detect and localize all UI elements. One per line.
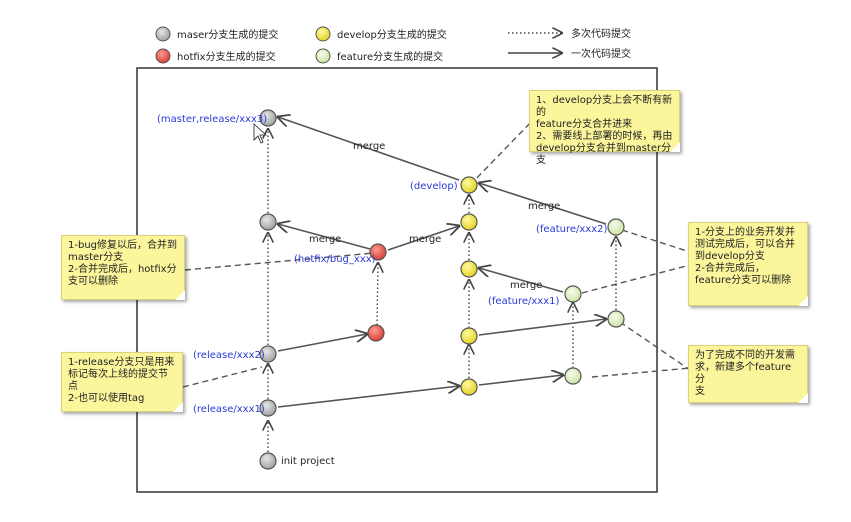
commit-init	[259, 452, 277, 470]
commit-master-2	[259, 213, 277, 231]
legend-solid-label: 一次代码提交	[571, 47, 631, 60]
connector-multi-note-a	[619, 321, 691, 371]
legend-hotfix-label: hotfix分支生成的提交	[177, 50, 276, 63]
legend-develop-label: develop分支生成的提交	[337, 28, 447, 41]
commit-master-3	[259, 109, 277, 127]
label-release2: (release/xxx2)	[193, 350, 265, 361]
mouse-cursor-icon	[253, 123, 268, 144]
commit-feature2-start	[607, 310, 625, 328]
connector-hotfix-note	[184, 252, 375, 271]
commit-feature2-top	[607, 218, 625, 236]
connector-multi-note-b	[591, 367, 691, 378]
legend-hotfix-dot	[155, 48, 171, 64]
dotted-hotfix	[377, 263, 378, 326]
commit-develop-mid	[460, 327, 478, 345]
label-hotfix: (hotfix/bug_xxx)	[294, 254, 376, 265]
legend-master-label: maser分支生成的提交	[177, 28, 278, 41]
commit-develop-start	[460, 378, 478, 396]
commit-release-2	[259, 345, 277, 363]
connector-feature-note-b	[581, 264, 691, 294]
note-connectors	[182, 117, 691, 388]
arrow-feature1-to-develop	[479, 268, 564, 293]
arrow-hotfix-to-develop	[387, 226, 459, 251]
commit-feature1-start	[564, 367, 582, 385]
develop-note: 1、develop分支上会不断有新的 feature分支合并进来 2、需要线上部…	[529, 90, 680, 166]
solid-commit-lines	[277, 117, 607, 408]
arrow-develop-to-master	[278, 117, 460, 181]
legend-feature-label: feature分支生成的提交	[337, 50, 443, 63]
arrow-develop-to-feature2	[478, 319, 606, 336]
label-feature2: (feature/xxx2)	[536, 224, 607, 235]
dotted-commit-lines	[268, 129, 616, 452]
feature-note: 1-分支上的业务开发并 测试完成后，可以合并 到develop分支 2-合并完成…	[688, 222, 808, 306]
label-init-project: init project	[281, 456, 335, 467]
commit-develop-feature1-merge	[460, 260, 478, 278]
hotfix-note: 1-bug修复以后，合并到 master分支 2-合并完成后，hotfix分 支…	[61, 235, 185, 300]
connector-release-note	[182, 366, 263, 388]
merge-labels: merge merge merge merge merge	[309, 141, 560, 291]
legend-develop-dot	[315, 26, 331, 42]
label-master-release3: (master,release/xxx3)	[157, 114, 267, 125]
merge-label-hotfix-develop: merge	[409, 234, 441, 245]
merge-label-feature2: merge	[528, 201, 560, 212]
legend-feature-dot	[315, 48, 331, 64]
release-note: 1-release分支只是用来 标记每次上线的提交节点 2-也可以使用tag	[61, 352, 183, 412]
connector-feature-note-a	[621, 229, 691, 253]
commit-hotfix-merge	[369, 243, 387, 261]
branch-labels: (master,release/xxx3) (develop) (hotfix/…	[157, 114, 607, 415]
label-feature1: (feature/xxx1)	[488, 296, 559, 307]
arrow-develop-to-feature1	[478, 375, 563, 386]
legend-master-dot	[155, 26, 171, 42]
label-develop: (develop)	[410, 181, 458, 192]
legend-dotted-label: 多次代码提交	[571, 27, 631, 40]
arrow-feature2-to-develop	[479, 183, 607, 225]
arrow-release2-to-hotfix	[277, 334, 367, 352]
merge-label-feature1: merge	[510, 280, 542, 291]
legend: maser分支生成的提交 hotfix分支生成的提交 develop分支生成的提…	[155, 26, 631, 64]
commit-develop-top	[460, 176, 478, 194]
connector-develop-note	[469, 117, 536, 186]
commit-nodes	[259, 109, 625, 470]
multi-feature-note: 为了完成不同的开发需 求，新建多个feature分 支	[688, 345, 808, 403]
commit-release-1	[259, 399, 277, 417]
merge-label-hotfix-master: merge	[309, 234, 341, 245]
commit-feature1-top	[564, 285, 582, 303]
arrow-hotfix-to-master	[278, 224, 371, 250]
merge-label-develop-master: merge	[353, 141, 385, 152]
arrow-release1-to-develop	[277, 386, 459, 408]
commit-develop-hotfix-merge	[460, 213, 478, 231]
commit-hotfix-start	[367, 324, 385, 342]
label-release1: (release/xxx1)	[193, 404, 265, 415]
